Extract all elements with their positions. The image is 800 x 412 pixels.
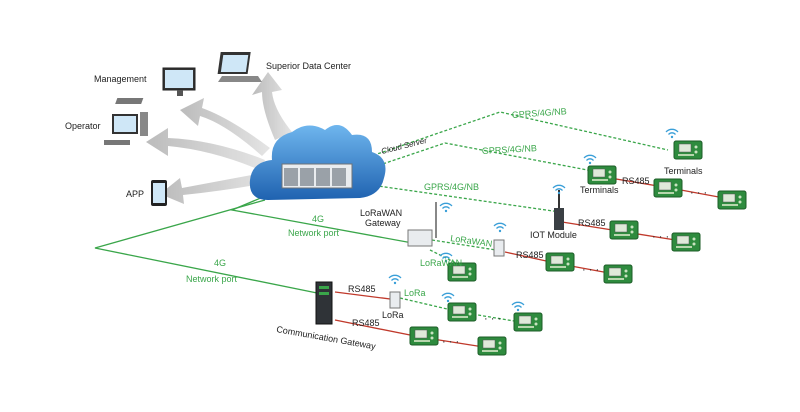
label-iot-module: IOT Module	[530, 230, 577, 240]
terminal-device-icon	[671, 232, 701, 252]
label-gprs-1: GPRS/4G/NB	[511, 106, 567, 120]
label-lorawan-link-1: LoRaWAN	[450, 233, 493, 249]
terminal-device-icon	[447, 302, 477, 322]
label-communication-gateway: Communication Gateway	[276, 324, 377, 351]
black-labels: Management Superior Data Center Operator…	[65, 61, 703, 352]
communication-gateway-icon	[315, 281, 333, 325]
terminal-device-icon	[409, 326, 439, 346]
ellipsis: · · ·	[442, 336, 459, 348]
label-lorawan-gateway-1: LoRaWAN	[360, 208, 402, 218]
terminal-device-icon	[513, 312, 543, 332]
arrow-to-app	[160, 172, 272, 204]
label-gprs-3: GPRS/4G/NB	[424, 182, 479, 192]
ellipsis: · · ·	[690, 187, 707, 199]
label-cloud-server: Cloud Server	[380, 136, 428, 156]
wifi-icon	[439, 202, 453, 213]
wifi-icon	[583, 154, 597, 165]
ellipsis-markers: · · · · · · · · · · · · · · ·	[442, 187, 707, 348]
ellipsis: · · ·	[484, 313, 501, 325]
terminal-device-icon	[717, 190, 747, 210]
terminal-device-icon	[609, 220, 639, 240]
label-terminals-top: Terminals	[664, 166, 703, 176]
label-rs485-terminals: RS485	[622, 176, 650, 186]
terminal-device-icon	[673, 140, 703, 160]
label-app: APP	[126, 189, 144, 199]
label-management: Management	[94, 74, 147, 84]
label-rs485-lorawan-row: RS485	[516, 250, 544, 260]
label-lora-link: LoRa	[404, 288, 426, 298]
link-cloud-to-iot	[349, 181, 561, 213]
label-superior-data-center: Superior Data Center	[266, 61, 351, 71]
iot-module-icon	[552, 184, 566, 230]
server-rack-icon	[281, 163, 353, 189]
label-4g-1: 4G	[312, 214, 324, 224]
wifi-icon	[552, 184, 566, 195]
laptop-icon	[217, 52, 262, 82]
desktop-computer-icon	[104, 112, 148, 145]
arrow-to-data-center	[252, 72, 292, 140]
link-4g-gateway	[94, 199, 323, 295]
label-lorawan-link-2: LoRaWAN	[420, 258, 462, 268]
rs485-gw-top	[334, 291, 399, 301]
cloud-server-icon	[249, 125, 386, 200]
link-cloud-to-terminals-mid	[349, 142, 599, 176]
label-lora-node: LoRa	[382, 310, 404, 320]
label-4g-2: 4G	[214, 258, 226, 268]
label-operator: Operator	[65, 121, 101, 131]
lorawan-gateway-icon	[407, 202, 453, 247]
arrow-to-operator	[146, 128, 265, 170]
lorawan-node-icon	[493, 222, 507, 257]
lora-node-icon	[388, 274, 402, 309]
wifi-icon	[388, 274, 402, 285]
wifi-icon	[493, 222, 507, 233]
label-gprs-2: GPRS/4G/NB	[482, 143, 537, 156]
management-monitor-icon	[115, 67, 196, 104]
label-network-port-1: Network port	[288, 228, 340, 238]
tablet-icon	[151, 180, 167, 206]
label-rs485-iot: RS485	[578, 218, 606, 228]
link-cloud-to-terminals-top	[344, 111, 669, 166]
label-network-port-2: Network port	[186, 274, 238, 284]
label-lorawan-gateway-2: Gateway	[365, 218, 401, 228]
label-rs485-gw-top: RS485	[348, 284, 376, 294]
link-lorawan-1	[431, 239, 497, 251]
label-rs485-gw-bottom: RS485	[352, 318, 380, 328]
terminal-device-icon	[587, 165, 617, 185]
wifi-icon	[441, 292, 455, 303]
terminal-device-icon	[545, 252, 575, 272]
arrow-to-management	[180, 98, 270, 156]
terminal-device-icon	[477, 336, 507, 356]
terminal-device-icon	[653, 178, 683, 198]
label-terminals-mid: Terminals	[580, 185, 619, 195]
terminal-device-icon	[603, 264, 633, 284]
ellipsis: · · ·	[652, 231, 669, 243]
cloud-output-arrows	[146, 72, 292, 204]
wifi-icon	[665, 128, 679, 139]
wifi-icon	[511, 301, 525, 312]
ellipsis: · · ·	[582, 264, 599, 276]
